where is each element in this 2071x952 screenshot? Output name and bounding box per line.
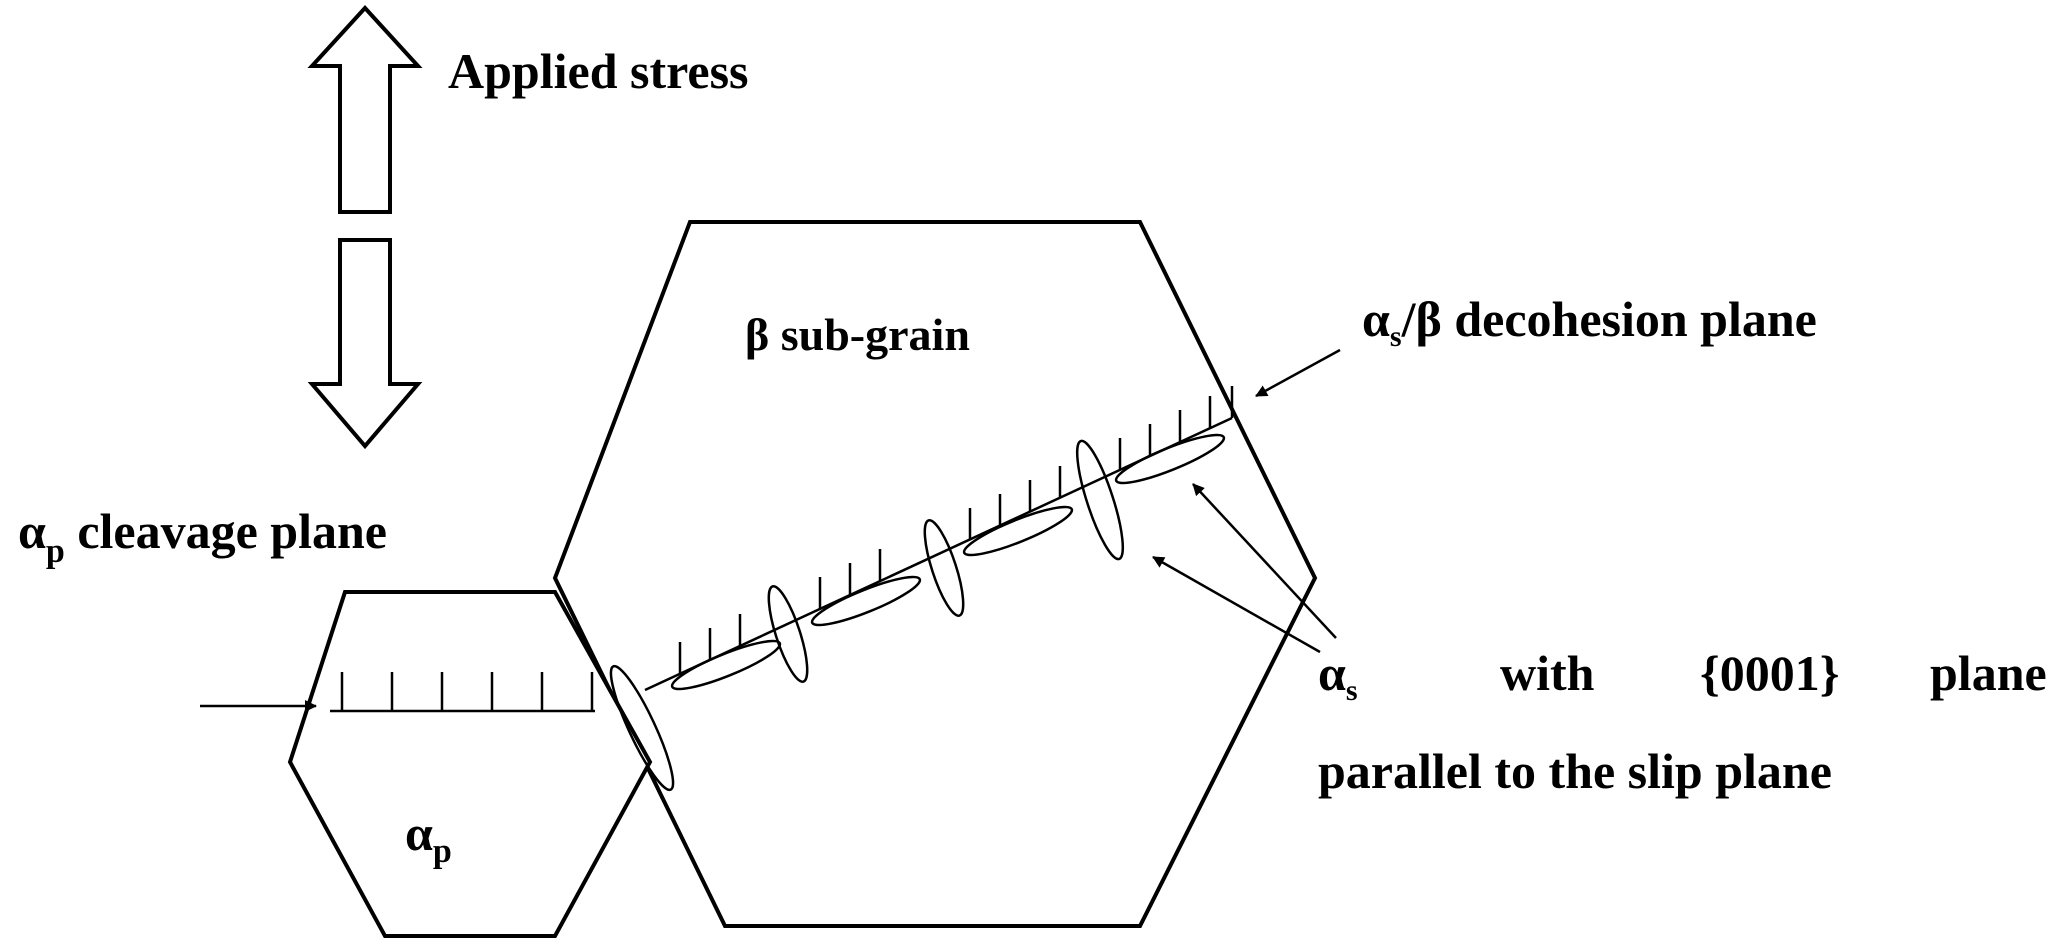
stress-arrow-up [307, 5, 423, 214]
alpha-p-cleavage-label: αp cleavage plane [18, 503, 387, 570]
alpha-p-hexagon [287, 590, 653, 938]
decohesion-plane-label: αs/β decohesion plane [1362, 291, 1817, 353]
stress-arrow-down [307, 238, 423, 450]
applied-stress-label: Applied stress [448, 43, 749, 99]
alpha-s-pointer-arrow-1 [1152, 555, 1321, 654]
parallel-label: parallel to the slip plane [1318, 743, 1832, 799]
alpha-p-cleavage-plane [330, 672, 595, 713]
applied-stress-arrow [307, 5, 423, 450]
decohesion-pointer-arrow [1255, 348, 1341, 398]
plane-word-label: plane [1930, 645, 2047, 701]
alpha-s-label: αs [1318, 645, 1358, 707]
beta-subgrain-hexagon [552, 220, 1318, 928]
alpha-s-pointer-arrow-2 [1192, 483, 1337, 639]
with-label: with [1500, 645, 1595, 701]
alpha-s-laths [609, 433, 1226, 792]
alpha-p-grain-label: αp [405, 805, 452, 870]
beta-subgrain-label: β sub-grain [745, 309, 970, 360]
plane-index-label: {0001} [1700, 645, 1839, 701]
